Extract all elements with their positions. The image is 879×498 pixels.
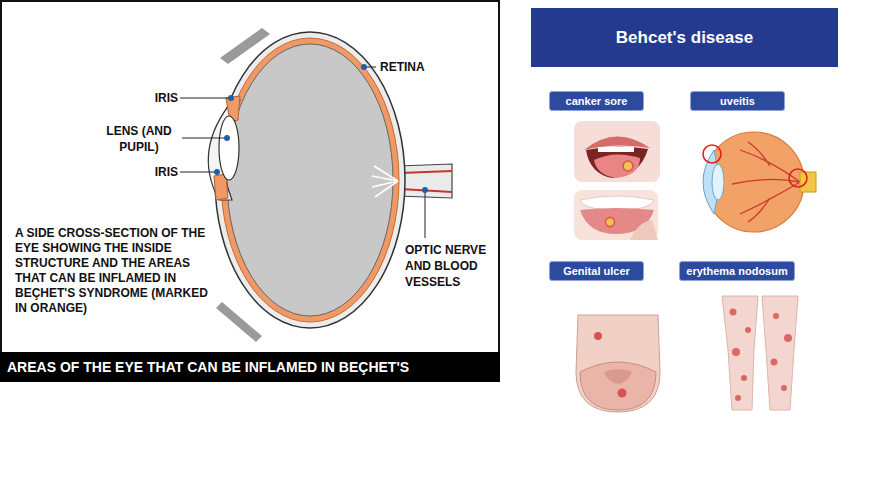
sclera [215,32,405,328]
mouth-opening [586,147,648,178]
leader-line [180,98,229,99]
ulcer-spot [618,389,627,398]
leg-figure [762,296,798,410]
ulcer-spot [606,218,615,227]
ulcer-spot [594,332,602,340]
lens [712,164,724,200]
lens [219,116,239,180]
blood-vessel [400,171,452,173]
teeth [580,196,654,210]
leader-line [425,190,426,238]
caption-bar: AREAS OF THE EYE THAT CAN BE INFLAMED IN… [0,352,500,382]
optic-nerve [800,172,816,192]
nerve-fibres [372,166,398,197]
node-text: erythema nodosum [686,265,787,277]
optic-nerve [398,164,452,198]
highlight-ring [703,145,721,163]
symptom-tag: Genital ulcer [549,261,644,281]
node-text: Behcet's disease [616,28,753,48]
skin-nodule [730,309,737,316]
retina-layer [221,38,399,322]
leader-dot [228,95,234,101]
eyeball [704,132,804,232]
teeth [598,147,634,152]
part-label: RETINA [380,60,450,75]
skin-fold [604,369,632,384]
node-text: AREAS OF THE EYE THAT CAN BE INFLAMED IN… [7,359,409,375]
leader-dot [224,135,230,141]
skin-nodule [773,313,779,319]
skin-nodule [735,395,741,401]
part-label: LENS (AND PUPIL) [100,123,178,155]
leader-line [180,172,215,173]
skin-nodule [732,348,740,356]
leader-dot [214,169,220,175]
part-label: IRIS [118,91,178,106]
ulcer-spot [623,161,633,171]
finger [630,220,658,240]
skin-figure [576,315,660,412]
title-band: Behcet's disease [531,8,838,67]
node-text: canker sore [566,95,628,107]
leader-line [182,138,225,139]
skin-nodule [745,327,751,333]
part-label: IRIS [118,165,178,180]
symptom-tag: canker sore [549,91,644,111]
highlight-ring [789,169,807,187]
panel-frame [1,1,499,381]
vitreous-body [227,44,393,316]
leg-figure [722,296,758,410]
leader-dot [361,64,367,70]
node-text: Genital ulcer [563,265,630,277]
skin-nodule [784,334,792,342]
mouth-picture [574,190,658,240]
symptom-tag: erythema nodosum [679,261,794,281]
skin-nodule [741,375,747,381]
node-text: uveitis [720,95,755,107]
mouth-picture [574,121,660,182]
skin-figure [580,362,656,410]
tongue [594,154,640,178]
skin-nodule [781,385,787,391]
note-text: A SIDE CROSS-SECTION OF THE EYE SHOWING … [15,226,211,316]
symptom-tag: uveitis [690,91,785,111]
skin-nodule [771,359,778,366]
leader-dot [422,187,428,193]
part-label: OPTIC NERVE AND BLOOD VESSELS [405,242,495,290]
eyelid [216,302,262,342]
